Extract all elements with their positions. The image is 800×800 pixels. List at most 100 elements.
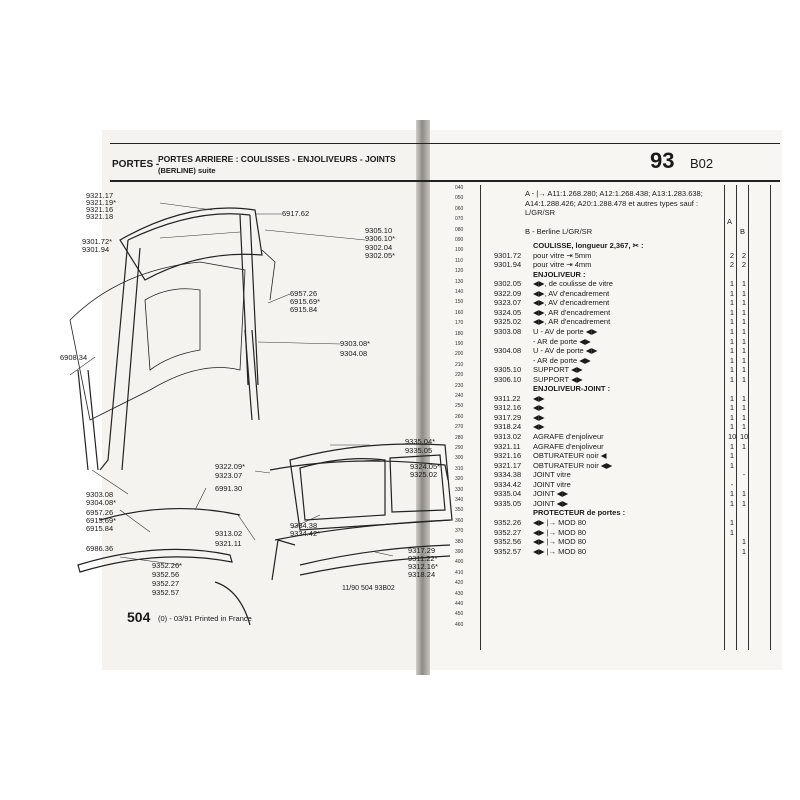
part-description: ◀▶, de coulisse de vitre: [533, 279, 613, 289]
line-number: 080: [455, 226, 464, 233]
part-description: SUPPORT ◀▶: [533, 365, 583, 375]
line-number: 440: [455, 601, 464, 607]
part-ref: 9352.57: [494, 546, 522, 556]
part-callout: 9312.16*: [408, 562, 439, 571]
line-number: 130: [455, 278, 464, 285]
qty-col-b: 10: [740, 432, 749, 441]
part-ref: 9334.42: [494, 479, 522, 489]
table-rule-a: [724, 185, 725, 650]
part-callout: 9352.56: [152, 570, 180, 579]
parts-row: COULISSE, longueur 2,367, ✂ :: [494, 241, 774, 250]
qty-col-a: 1: [729, 441, 735, 451]
part-callout: 9352.57: [152, 588, 180, 597]
line-number: 200: [455, 351, 464, 358]
part-callout: 6915.84: [290, 305, 318, 314]
left-page: [102, 130, 420, 670]
qty-col-b: 1: [741, 326, 747, 336]
part-ref: 9321.11: [494, 441, 521, 451]
part-ref: 9311.22: [494, 393, 521, 403]
qty-col-a: 2: [729, 250, 735, 260]
qty-col-a: 1: [729, 355, 735, 365]
table-rule-left: [480, 185, 481, 650]
part-description: SUPPORT ◀▶: [533, 374, 583, 384]
part-callout: 6957.26: [290, 289, 318, 298]
parts-row: ENJOLIVEUR-JOINT :: [494, 384, 774, 393]
part-callout: 9321.11: [215, 539, 242, 548]
part-ref: 9335.05: [494, 498, 522, 508]
line-number: 350: [455, 507, 464, 514]
part-callout: 9321.19*: [86, 198, 117, 207]
qty-col-b: 1: [741, 365, 747, 375]
part-callout: 9322.09*: [215, 462, 246, 471]
part-ref: 9323.07: [494, 298, 522, 308]
line-number: 360: [455, 517, 464, 524]
part-callout: 9335.05: [405, 446, 433, 455]
part-description: ◀▶, AR d'encadrement: [533, 307, 611, 317]
line-number: 220: [455, 372, 464, 379]
parts-row: PROTECTEUR de portes :: [494, 508, 774, 517]
part-callout: 9321.17: [86, 191, 114, 200]
part-callout: 9321.16: [86, 205, 114, 214]
qty-col-b: 1: [741, 393, 747, 403]
part-description: ENJOLIVEUR-JOINT :: [533, 384, 611, 394]
line-number: 160: [455, 309, 464, 316]
part-callout: 9305.10: [365, 226, 393, 235]
parts-row: ENJOLIVEUR :: [494, 270, 774, 279]
qty-col-b: 1: [741, 279, 747, 289]
qty-col-a: 1: [729, 279, 735, 289]
part-ref: 9321.17: [494, 460, 522, 470]
part-description: PROTECTEUR de portes :: [533, 508, 626, 518]
qty-col-b: 1: [741, 288, 747, 298]
qty-col-a: 1: [729, 403, 735, 413]
part-description: ◀▶: [533, 393, 545, 403]
model-number: 504: [127, 609, 151, 625]
line-number: 310: [455, 465, 464, 472]
part-callout: 9334.42*: [290, 529, 321, 538]
part-description: pour vitre ⇥ 4mm: [533, 260, 592, 270]
part-description: COULISSE, longueur 2,367, ✂ :: [533, 241, 644, 250]
part-ref: 9301.94: [494, 260, 522, 270]
line-number: 170: [455, 320, 464, 327]
line-number: 090: [455, 237, 464, 243]
part-ref: 9321.16: [494, 451, 522, 461]
line-number: 320: [455, 476, 464, 483]
qty-col-b: 1: [741, 537, 747, 547]
part-callout: 6957.26: [86, 508, 114, 517]
part-description: pour vitre ⇥ 5mm: [533, 250, 592, 260]
part-description: ◀▶ |→ MOD 80: [533, 527, 587, 537]
part-description: ◀▶, AR d'encadrement: [533, 317, 611, 327]
qty-col-b: 1: [741, 403, 747, 413]
line-number: 190: [455, 341, 464, 347]
legend-b-col: B: [740, 227, 746, 236]
line-number: 410: [455, 569, 464, 576]
part-description: OBTURATEUR noir ◀▶: [533, 460, 613, 470]
part-ref: 9352.26: [494, 517, 522, 527]
qty-col-b: 1: [741, 317, 747, 327]
qty-col-b: 1: [741, 374, 747, 384]
part-ref: 9302.05: [494, 279, 522, 289]
part-description: ◀▶: [533, 403, 545, 413]
line-number: 210: [455, 361, 464, 368]
qty-col-a: 1: [729, 527, 735, 537]
qty-col-b: 1: [741, 307, 747, 317]
part-callout: 9313.02: [215, 529, 243, 538]
line-number: 250: [455, 403, 464, 410]
part-callout: 9301.72*: [82, 237, 113, 246]
part-callout: 6915.69*: [86, 516, 117, 525]
line-number: 050: [455, 195, 464, 202]
line-number: 340: [455, 497, 464, 503]
line-number: 040: [455, 185, 464, 191]
part-description: AGRAFE d'enjoliveur: [533, 441, 604, 451]
